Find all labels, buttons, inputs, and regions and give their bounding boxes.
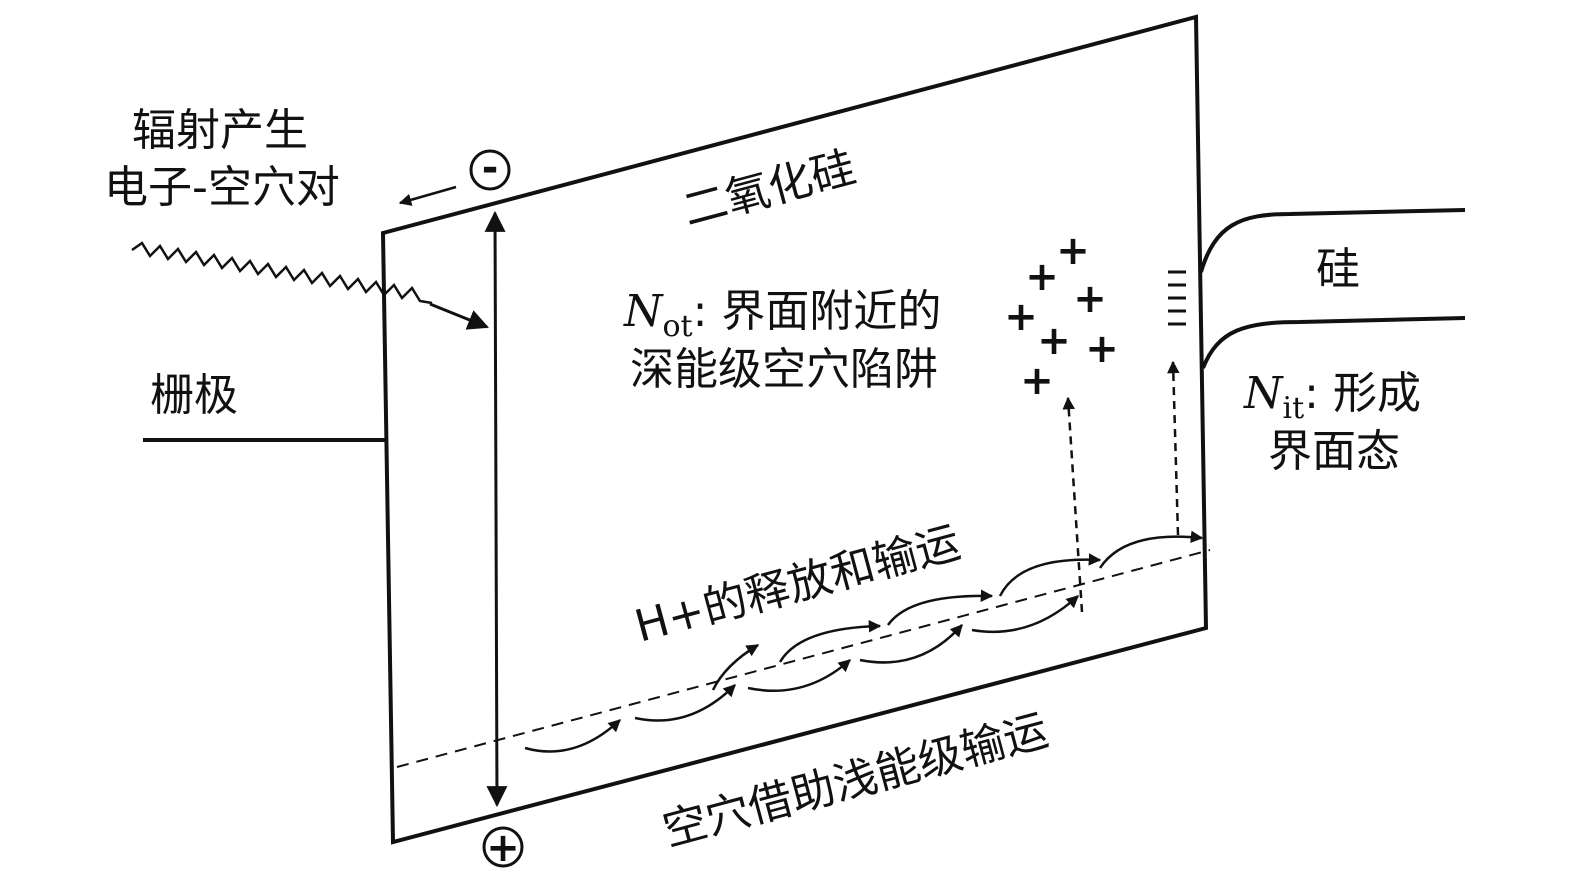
- hole-transport-label: 空穴借助浅能级输运: [658, 705, 1054, 857]
- silicon-valence-band: [1201, 316, 1466, 369]
- electron-escape-arrow: [398, 185, 457, 206]
- svg-text:+: +: [486, 825, 520, 871]
- oxide-band-outline: [380, 14, 1209, 845]
- gate-label: 栅极: [150, 370, 238, 421]
- h-plus-transport-label: H+的释放和输运: [630, 517, 966, 653]
- interface-state-arrow: [1167, 360, 1180, 536]
- not-label-line1: Not: 界面附近的: [623, 286, 941, 344]
- not-label-line2: 深能级空穴陷阱: [630, 344, 938, 395]
- svg-text:-: -: [482, 145, 499, 191]
- interface-state-charges: [1168, 270, 1186, 326]
- trapped-hole: +: [1073, 276, 1107, 322]
- hole-symbol: +: [482, 825, 524, 871]
- radiation-label-line1: 辐射产生: [132, 105, 308, 156]
- silicon-label: 硅: [1316, 244, 1360, 295]
- pair-separation-arrow: [484, 210, 508, 808]
- radiation-arrow-head: [429, 302, 489, 330]
- trapped-hole: +: [1056, 228, 1090, 274]
- trapped-hole: +: [1037, 318, 1071, 364]
- electron-symbol: -: [469, 145, 511, 191]
- trapped-hole: +: [1025, 254, 1059, 300]
- radiation-zigzag: [131, 241, 433, 305]
- trapped-hole: +: [1085, 326, 1119, 372]
- trapped-hole: +: [1004, 294, 1038, 340]
- nit-label-line1: Nit: 形成: [1243, 368, 1421, 426]
- shallow-level-dashed-line: [396, 549, 1211, 768]
- trapped-hole: +: [1020, 358, 1054, 404]
- trapped-hole-charges: + + + + + + +: [1004, 228, 1119, 404]
- hopping-arcs: [524, 530, 1204, 753]
- trap-capture-arrow: [1062, 396, 1084, 613]
- radiation-label-line2: 电子-空穴对: [104, 162, 340, 213]
- oxide-label: 二氧化硅: [678, 142, 861, 237]
- nit-label-line2: 界面态: [1268, 426, 1400, 477]
- silicon-conduction-band: [1199, 208, 1466, 273]
